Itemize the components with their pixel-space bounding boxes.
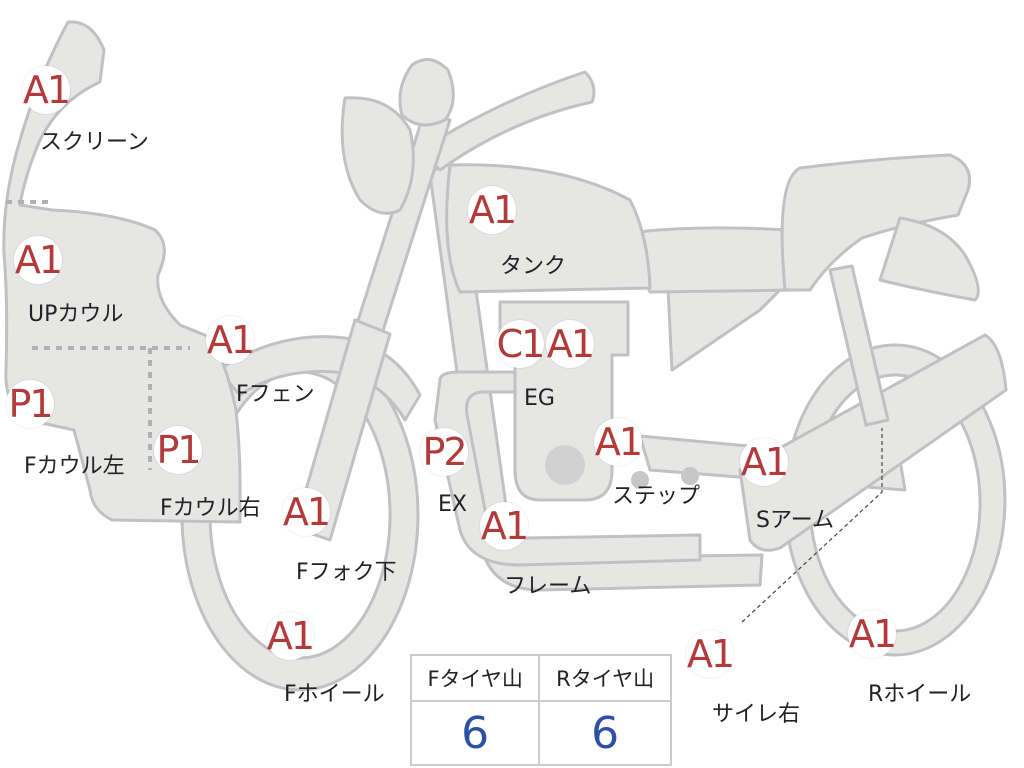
s-arm-code: A1	[740, 440, 789, 484]
frame-code: A1	[480, 504, 529, 548]
rear-tire-value: 6	[538, 700, 672, 766]
front-tire-value: 6	[409, 700, 541, 766]
tank-label: タンク	[500, 254, 567, 279]
r-wheel-code: A1	[848, 612, 897, 656]
f-cowl-left-code: P1	[8, 382, 53, 426]
seat-shape	[636, 226, 802, 294]
r-wheel-label: Rホイール	[868, 682, 972, 707]
f-fender-code-badge: A1	[206, 316, 255, 364]
eg-code-2: A1	[546, 322, 595, 366]
rear-tire-header: Rタイヤ山	[538, 654, 672, 702]
f-fork-lower-code: A1	[282, 490, 331, 534]
eg-code-1: C1	[496, 322, 546, 366]
f-fender-code: A1	[206, 318, 255, 362]
f-cowl-right-label: Fカウル右	[160, 496, 261, 521]
up-cowl-label: UPカウル	[28, 302, 124, 327]
ex-code: P2	[422, 430, 467, 474]
silencer-right-label: サイレ右	[712, 702, 801, 727]
f-fork-lower-code-badge: A1	[282, 488, 331, 536]
step-code: A1	[594, 420, 643, 464]
f-wheel-code: A1	[266, 614, 315, 658]
step-peg-shape	[631, 471, 649, 489]
frame-label: フレーム	[504, 574, 592, 599]
mirror-right-shape	[398, 58, 455, 127]
f-fork-lower-label: Fフォク下	[296, 560, 397, 585]
ex-code-badge: P2	[420, 428, 468, 476]
ex-label: EX	[438, 492, 467, 517]
r-wheel-code-badge: A1	[848, 610, 897, 658]
cowl-shape	[2, 20, 242, 524]
eg-code-badge-2: A1	[546, 320, 595, 368]
screen-code-badge: A1	[22, 66, 71, 114]
silencer-right-code-badge: A1	[686, 630, 735, 678]
seat-rear-shape	[780, 153, 971, 292]
silencer-leader-line	[741, 428, 883, 623]
mirror-shape	[340, 96, 415, 215]
f-cowl-left-code-badge: P1	[6, 380, 54, 428]
step-peg-rear-shape	[681, 467, 699, 485]
tank-code: A1	[468, 188, 517, 232]
step-label: ステップ	[612, 484, 701, 509]
frame-code-badge: A1	[480, 502, 529, 550]
step-code-badge: A1	[594, 418, 643, 466]
silencer-shape	[738, 333, 1008, 552]
eg-code-badge-1: C1	[496, 320, 546, 368]
screen-label: スクリーン	[40, 130, 149, 155]
rear-shock-shape	[828, 264, 890, 427]
s-arm-code-badge: A1	[740, 438, 789, 486]
up-cowl-code-badge: A1	[14, 236, 63, 284]
f-cowl-right-code: P1	[156, 428, 201, 472]
f-wheel-code-badge: A1	[266, 612, 315, 660]
handlebar-shape	[418, 70, 596, 172]
tail-shape	[878, 216, 980, 302]
fork-lower-shape	[293, 318, 392, 542]
silencer-right-code: A1	[686, 632, 735, 676]
tire-table-header-row: Fタイヤ山 Rタイヤ山	[409, 654, 672, 702]
eg-label: EG	[524, 386, 555, 411]
up-cowl-code: A1	[14, 238, 63, 282]
f-cowl-left-label: Fカウル左	[24, 454, 125, 479]
screen-code: A1	[22, 68, 71, 112]
f-cowl-right-code-badge: P1	[154, 426, 202, 474]
f-fender-label: Fフェン	[236, 382, 315, 407]
tank-code-badge: A1	[468, 186, 517, 234]
tire-table-value-row: 6 6	[409, 700, 672, 766]
f-wheel-label: Fホイール	[284, 682, 385, 707]
engine-cover-shape	[545, 445, 585, 485]
side-cover-shape	[666, 286, 782, 372]
front-tire-header: Fタイヤ山	[409, 654, 541, 702]
tire-tread-table: Fタイヤ山 Rタイヤ山 6 6	[409, 654, 672, 766]
s-arm-label: Sアーム	[756, 508, 834, 533]
